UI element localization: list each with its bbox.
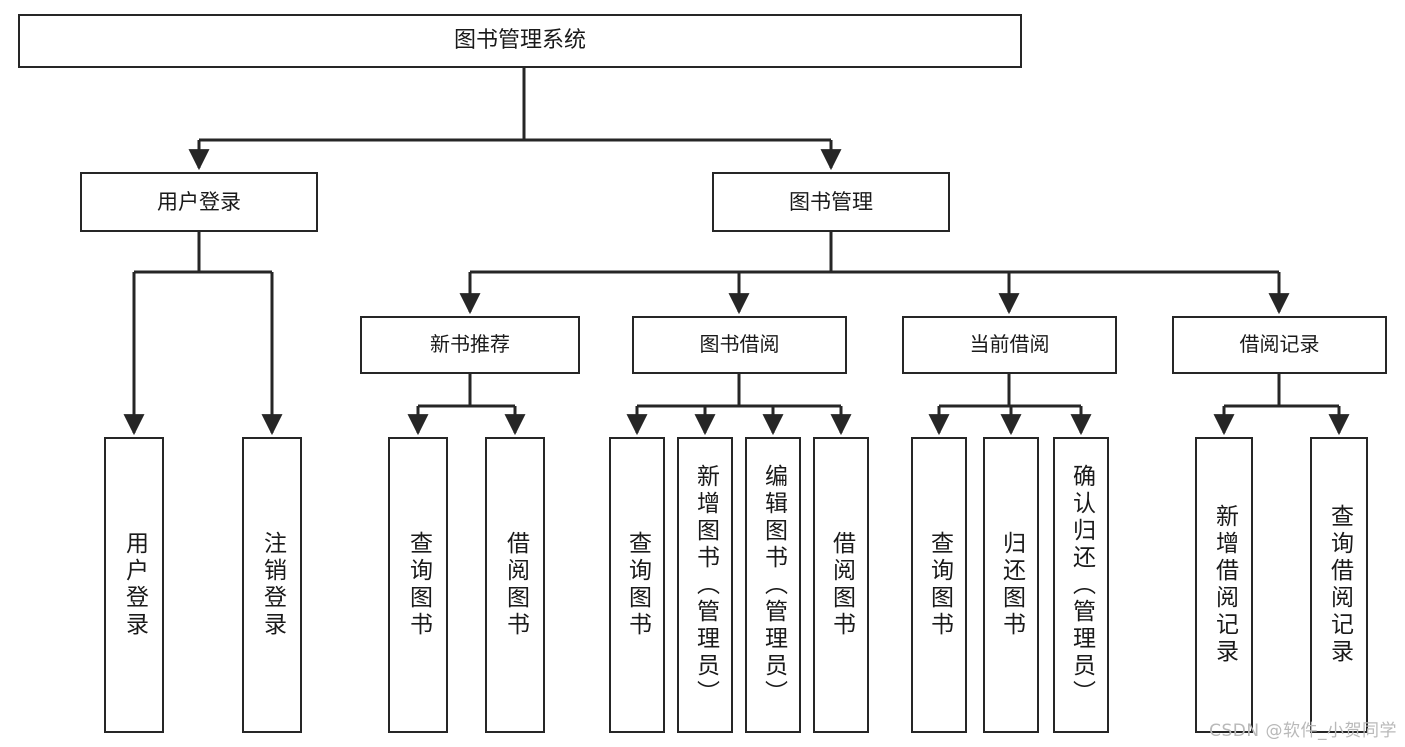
- node-leaf-confirm-return-label: 确认归还（管理员）: [1068, 463, 1095, 707]
- node-leaf-user-login-label: 用户登录: [121, 531, 148, 639]
- node-leaf-borrow-book-2[interactable]: 借阅图书: [813, 437, 869, 733]
- node-leaf-return-book-label: 归还图书: [998, 531, 1025, 639]
- node-new-book-recommend[interactable]: 新书推荐: [360, 316, 580, 374]
- node-leaf-confirm-return[interactable]: 确认归还（管理员）: [1053, 437, 1109, 733]
- node-leaf-add-record[interactable]: 新增借阅记录: [1195, 437, 1253, 733]
- node-leaf-logout[interactable]: 注销登录: [242, 437, 302, 733]
- watermark-text: CSDN @软件_小贺同学: [1209, 721, 1397, 741]
- node-leaf-add-book[interactable]: 新增图书（管理员）: [677, 437, 733, 733]
- node-leaf-query-book-3-label: 查询图书: [926, 531, 953, 639]
- node-leaf-query-record-label: 查询借阅记录: [1326, 504, 1353, 666]
- node-book-manage-label: 图书管理: [789, 189, 873, 214]
- node-user-login-label: 用户登录: [157, 189, 241, 214]
- node-leaf-borrow-book-1[interactable]: 借阅图书: [485, 437, 545, 733]
- node-leaf-query-record[interactable]: 查询借阅记录: [1310, 437, 1368, 733]
- node-leaf-edit-book[interactable]: 编辑图书（管理员）: [745, 437, 801, 733]
- node-leaf-query-book-2-label: 查询图书: [624, 531, 651, 639]
- node-leaf-add-record-label: 新增借阅记录: [1211, 504, 1238, 666]
- node-borrow-record[interactable]: 借阅记录: [1172, 316, 1387, 374]
- node-current-borrow-label: 当前借阅: [969, 332, 1050, 357]
- node-leaf-borrow-book-2-label: 借阅图书: [828, 531, 855, 639]
- node-book-manage[interactable]: 图书管理: [712, 172, 950, 232]
- node-root-label: 图书管理系统: [453, 28, 586, 54]
- node-leaf-add-book-label: 新增图书（管理员）: [692, 463, 719, 707]
- node-current-borrow[interactable]: 当前借阅: [902, 316, 1117, 374]
- node-leaf-query-book-2[interactable]: 查询图书: [609, 437, 665, 733]
- node-leaf-borrow-book-1-label: 借阅图书: [502, 531, 529, 639]
- node-leaf-logout-label: 注销登录: [259, 531, 286, 639]
- node-book-borrow[interactable]: 图书借阅: [632, 316, 847, 374]
- node-leaf-edit-book-label: 编辑图书（管理员）: [760, 463, 787, 707]
- node-leaf-query-book-3[interactable]: 查询图书: [911, 437, 967, 733]
- node-borrow-record-label: 借阅记录: [1239, 332, 1320, 357]
- node-leaf-return-book[interactable]: 归还图书: [983, 437, 1039, 733]
- node-user-login[interactable]: 用户登录: [80, 172, 318, 232]
- node-new-book-recommend-label: 新书推荐: [430, 332, 510, 357]
- node-book-borrow-label: 图书借阅: [699, 332, 780, 357]
- node-leaf-user-login[interactable]: 用户登录: [104, 437, 164, 733]
- node-leaf-query-book-1-label: 查询图书: [405, 531, 432, 639]
- node-leaf-query-book-1[interactable]: 查询图书: [388, 437, 448, 733]
- node-root-system[interactable]: 图书管理系统: [18, 14, 1022, 68]
